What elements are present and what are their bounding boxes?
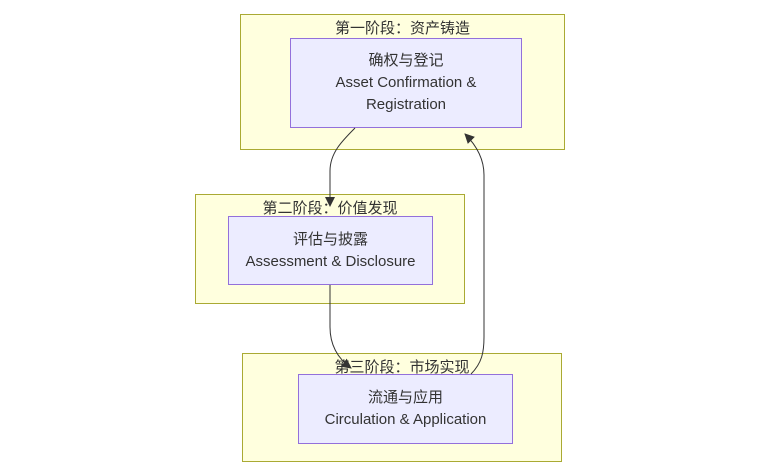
cluster-stage1-title: 第一阶段：资产铸造 bbox=[334, 20, 470, 37]
node-asset-confirmation-line-zh: 确权与登记 bbox=[368, 52, 444, 69]
node-assessment-disclosure: 评估与披露 Assessment & Disclosure bbox=[228, 216, 433, 285]
cluster-stage3-title: 第三阶段：市场实现 bbox=[334, 359, 470, 376]
node-asset-confirmation: 确权与登记 Asset Confirmation & Registration bbox=[290, 38, 522, 128]
node-circulation-application-line-en: Circulation & Application bbox=[324, 411, 487, 428]
node-assessment-disclosure-line-en: Assessment & Disclosure bbox=[245, 252, 416, 270]
node-circulation-application-line-zh: 流通与应用 bbox=[367, 389, 443, 406]
node-circulation-application: 流通与应用 Circulation & Application bbox=[298, 374, 513, 444]
node-asset-confirmation-line-en2: Registration bbox=[365, 96, 447, 113]
edge-stage3-to-stage1 bbox=[464, 133, 485, 375]
node-asset-confirmation-line-en1: Asset Confirmation & bbox=[335, 74, 477, 91]
cluster-stage2-title: 第二阶段：价值发现 bbox=[262, 200, 398, 217]
node-assessment-disclosure-line-zh: 评估与披露 bbox=[292, 230, 368, 248]
